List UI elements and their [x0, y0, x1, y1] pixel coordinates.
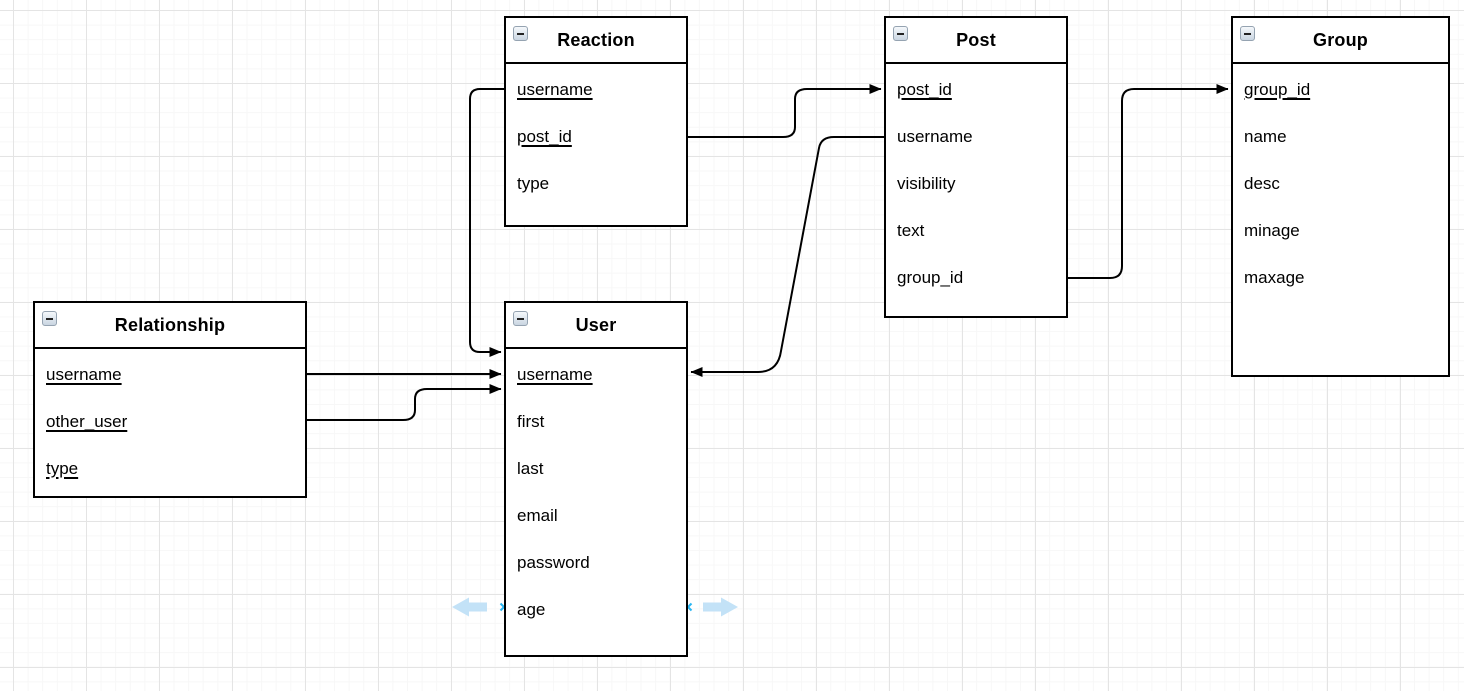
field-row[interactable]: text: [886, 207, 1066, 254]
field-row[interactable]: other_user: [35, 398, 305, 445]
entity-title-bar[interactable]: Reaction: [506, 18, 686, 64]
collapse-minus-icon[interactable]: [42, 311, 57, 326]
field-label: maxage: [1244, 267, 1305, 287]
field-row[interactable]: last: [506, 445, 686, 492]
field-list: group_id name desc minage maxage: [1233, 64, 1448, 301]
entity-name: Reaction: [557, 29, 635, 50]
field-label: password: [517, 552, 590, 572]
field-label: last: [517, 458, 544, 478]
field-label: type: [46, 458, 79, 478]
edge-reaction-username-to-user-username[interactable]: [469, 88, 504, 357]
field-list: username other_user type: [35, 349, 305, 492]
field-label: desc: [1244, 173, 1280, 193]
field-row[interactable]: age: [506, 586, 686, 633]
field-label: username: [517, 79, 593, 99]
field-row[interactable]: username: [506, 351, 686, 398]
field-row[interactable]: email: [506, 492, 686, 539]
entity-relationship[interactable]: Relationship username other_user type: [33, 301, 307, 498]
field-label: username: [517, 364, 593, 384]
field-row[interactable]: username: [506, 66, 686, 113]
field-label: email: [517, 505, 558, 525]
entity-title-bar[interactable]: Group: [1233, 18, 1448, 64]
field-row[interactable]: password: [506, 539, 686, 586]
field-row[interactable]: username: [35, 351, 305, 398]
entity-name: Group: [1313, 29, 1368, 50]
edge-reaction-postid-to-post-postid[interactable]: [688, 84, 882, 138]
field-label: group_id: [1244, 79, 1311, 99]
entity-title-bar[interactable]: Relationship: [35, 303, 305, 349]
field-row[interactable]: post_id: [506, 113, 686, 160]
field-row[interactable]: group_id: [1233, 66, 1448, 113]
field-row[interactable]: type: [35, 445, 305, 492]
collapse-minus-icon[interactable]: [513, 311, 528, 326]
field-row[interactable]: desc: [1233, 160, 1448, 207]
field-label: username: [46, 364, 122, 384]
direction-arrow-right-icon[interactable]: [703, 597, 738, 617]
edge-post-username-to-user-username[interactable]: [690, 136, 884, 377]
entity-group[interactable]: Group group_id name desc minage maxage: [1231, 16, 1450, 377]
field-label: type: [517, 173, 550, 193]
field-row[interactable]: maxage: [1233, 254, 1448, 301]
field-row[interactable]: visibility: [886, 160, 1066, 207]
field-list: username first last email password age: [506, 349, 686, 633]
field-label: username: [897, 126, 973, 146]
direction-arrow-left-icon[interactable]: [452, 597, 487, 617]
collapse-minus-icon[interactable]: [513, 26, 528, 41]
field-row[interactable]: username: [886, 113, 1066, 160]
entity-name: Post: [956, 29, 996, 50]
field-row[interactable]: post_id: [886, 66, 1066, 113]
field-label: minage: [1244, 220, 1300, 240]
entity-title-bar[interactable]: Post: [886, 18, 1066, 64]
field-label: post_id: [897, 79, 952, 99]
field-label: age: [517, 599, 546, 619]
entity-name: User: [575, 314, 617, 335]
field-row[interactable]: first: [506, 398, 686, 445]
entity-user[interactable]: User username first last email password …: [504, 301, 688, 657]
edge-relationship-otheruser-to-user-username[interactable]: [307, 384, 502, 421]
field-row[interactable]: group_id: [886, 254, 1066, 301]
edge-post-groupid-to-group-groupid[interactable]: [1068, 84, 1229, 279]
entity-reaction[interactable]: Reaction username post_id type: [504, 16, 688, 227]
field-row[interactable]: name: [1233, 113, 1448, 160]
field-label: group_id: [897, 267, 964, 287]
entity-post[interactable]: Post post_id username visibility text gr…: [884, 16, 1068, 318]
field-label: visibility: [897, 173, 956, 193]
entity-title-bar[interactable]: User: [506, 303, 686, 349]
field-label: text: [897, 220, 925, 240]
field-list: post_id username visibility text group_i…: [886, 64, 1066, 301]
field-label: first: [517, 411, 545, 431]
field-list: username post_id type: [506, 64, 686, 207]
field-row[interactable]: type: [506, 160, 686, 207]
collapse-minus-icon[interactable]: [893, 26, 908, 41]
entity-name: Relationship: [114, 314, 226, 335]
field-label: post_id: [517, 126, 572, 146]
field-label: other_user: [46, 411, 128, 431]
field-label: name: [1244, 126, 1287, 146]
field-row[interactable]: minage: [1233, 207, 1448, 254]
collapse-minus-icon[interactable]: [1240, 26, 1255, 41]
